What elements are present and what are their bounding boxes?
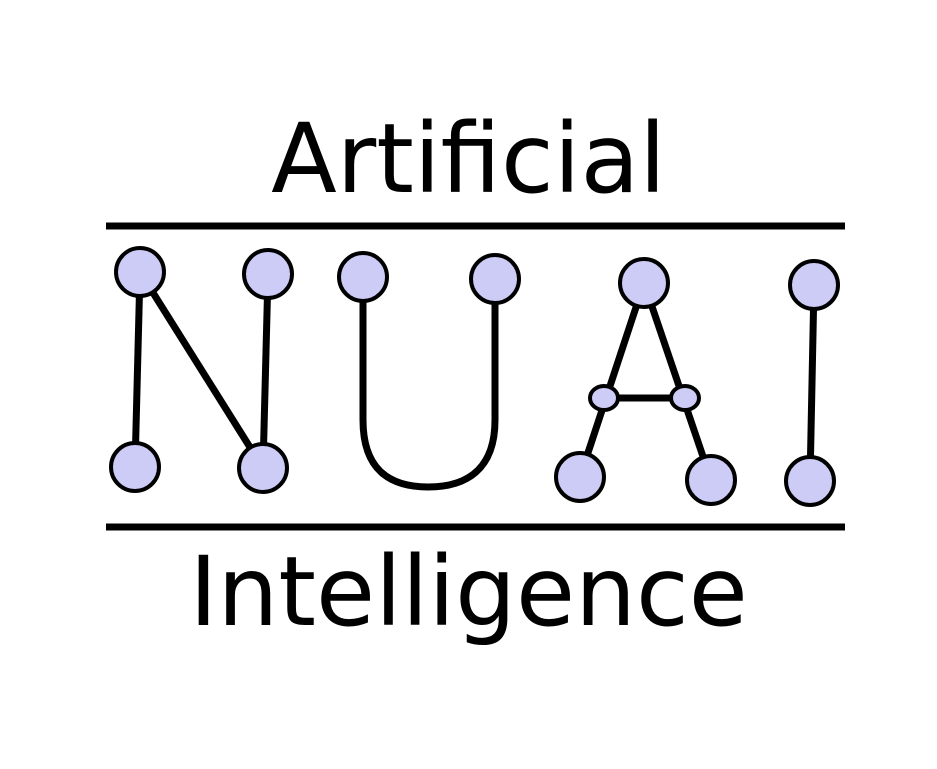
letter-i bbox=[806, 284, 818, 482]
node-i-bottom bbox=[784, 455, 836, 507]
node-u-top-left bbox=[337, 251, 389, 303]
node-n-bottom-left bbox=[109, 441, 161, 493]
node-a-bottom-left bbox=[554, 451, 606, 503]
node-n-top-right bbox=[242, 248, 294, 300]
node-a-bar-right bbox=[669, 384, 701, 412]
node-a-top bbox=[618, 257, 670, 309]
node-n-top-left bbox=[114, 246, 166, 298]
letter-a bbox=[576, 281, 715, 482]
intelligence-word: Intelligence bbox=[189, 536, 748, 648]
node-u-top-right bbox=[469, 253, 521, 305]
letter-u bbox=[359, 277, 499, 491]
artificial-word: Artificial bbox=[271, 103, 666, 215]
node-n-bottom-right bbox=[237, 442, 289, 494]
node-i-top bbox=[788, 259, 840, 311]
node-a-bottom-right bbox=[685, 454, 737, 506]
letter-n bbox=[131, 270, 272, 470]
node-a-bar-left bbox=[588, 384, 620, 412]
